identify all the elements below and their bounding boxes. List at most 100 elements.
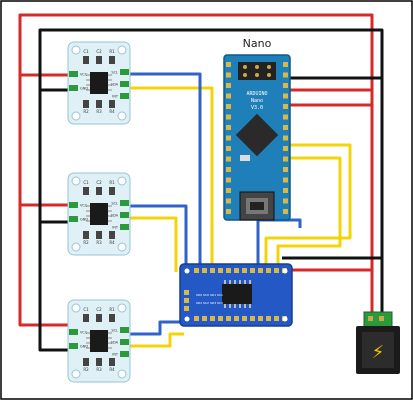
sensor-pin — [69, 85, 78, 91]
sensor-pin-label: VCC — [80, 331, 88, 335]
sensor-pin — [69, 202, 78, 208]
nano-silk-line-1: ARDUINO — [246, 91, 267, 97]
nano-usb-socket — [250, 202, 264, 210]
nano-pin-left — [226, 93, 231, 99]
nano-pin-left — [226, 125, 231, 130]
sensor-silk-label: R1 — [109, 180, 115, 185]
nano-pin-left — [226, 209, 231, 214]
nano-usb-port — [239, 191, 275, 221]
sensor-chip-leg — [86, 332, 90, 334]
sensor-chip-leg — [108, 215, 112, 217]
nano-icsp-header — [238, 62, 276, 80]
mux-pin-left — [184, 298, 189, 303]
nano-silk-line-3: V3.0 — [251, 105, 263, 111]
sensor-smd-component — [83, 358, 89, 366]
sensor-mount-hole — [117, 111, 127, 121]
sensor-chip-leg — [108, 89, 112, 91]
mux-silk-label: SC0 — [203, 293, 209, 297]
sensor-chip-leg — [86, 205, 90, 207]
nano-pin-right — [283, 135, 288, 141]
mux-pin-left — [184, 306, 189, 311]
nano-pin-left — [226, 62, 231, 67]
sensor-smd-component — [109, 314, 115, 322]
mux-pin-top — [218, 268, 223, 273]
sensor-pin-label: GND — [80, 345, 88, 349]
sensor-pin-label: INT — [112, 226, 119, 230]
sensor-smd-component — [83, 314, 89, 322]
sensor-pin-label: INT — [112, 95, 119, 99]
sensor-pin-label: SDA — [111, 214, 119, 218]
sensor-silk-label: R3 — [96, 109, 102, 114]
wire-yellow-nano-a — [264, 143, 352, 272]
nano-pin-left — [226, 167, 231, 172]
sensor-mount-hole — [117, 242, 127, 252]
sensor-chip-leg — [108, 205, 112, 207]
mux-pin-bottom — [226, 316, 231, 321]
sensor-pin — [120, 212, 129, 218]
wire-red-main — [18, 13, 374, 327]
jack-face — [362, 332, 394, 368]
sensor-smd-component — [83, 56, 89, 64]
sensor-pin — [69, 216, 78, 222]
sensor-chip — [90, 330, 108, 352]
mux-silk-label: SD1 — [210, 293, 216, 297]
sensor-mount-hole — [71, 242, 81, 252]
sensor-smd-component — [96, 314, 102, 322]
mux-pin-top — [250, 268, 255, 273]
mux-pin-bottom — [266, 316, 271, 321]
sensor-pin — [120, 81, 129, 87]
sensor-pin — [120, 93, 129, 99]
sensor-chip-leg — [86, 210, 90, 212]
mux-silk-label: SC1 — [217, 293, 223, 297]
sensor-smd-component — [109, 56, 115, 64]
nano-pin-left — [226, 156, 231, 162]
nano-pin-right — [283, 93, 288, 99]
mux-silk-label: SD0 — [196, 293, 202, 297]
sensor-chip-leg — [86, 220, 90, 222]
sensor-chip — [90, 203, 108, 225]
mcu-label: Nano — [243, 37, 272, 50]
mux-pin-bottom — [242, 316, 247, 321]
sensor-chip-leg — [108, 337, 112, 339]
mux-pin-bottom — [274, 316, 279, 321]
mux-pin-top — [194, 268, 199, 273]
nano-pin-right — [283, 156, 288, 162]
sensor-pin-label: GND — [80, 87, 88, 91]
nano-pin-right — [283, 72, 288, 78]
mux-mount-hole-bl — [184, 316, 190, 322]
sensor-pin-label: VCC — [80, 73, 88, 77]
mux-pin-top — [274, 268, 279, 273]
sensor-chip-leg — [108, 342, 112, 344]
sensor-pin — [69, 71, 78, 77]
mux-mount-hole-br — [282, 316, 288, 322]
sensor-chip-leg — [108, 347, 112, 349]
mux-pin-bottom — [234, 316, 239, 321]
sensor-pin — [69, 343, 78, 349]
sensor-chip-leg — [108, 84, 112, 86]
nano-pin-left — [226, 114, 231, 120]
sensor-silk-label: C2 — [96, 180, 102, 185]
sensor-smd-component — [96, 358, 102, 366]
nano-pin-right — [283, 83, 288, 88]
sensor-chip-leg — [86, 215, 90, 217]
wire-blue-s1 — [128, 72, 202, 272]
sensor-pin — [120, 200, 129, 206]
mux-pin-bottom — [210, 316, 215, 321]
sensor-pin — [120, 339, 129, 345]
sensor-chip-leg — [108, 220, 112, 222]
jack-pin-1 — [368, 316, 373, 321]
wire-yellow-s1 — [128, 86, 214, 272]
wires — [18, 13, 384, 352]
nano-mcu-chip — [235, 113, 279, 157]
sensor-chip-leg — [86, 89, 90, 91]
sensor-smd-component — [83, 187, 89, 195]
sensor-mount-hole — [71, 303, 81, 313]
mux-pin-top — [202, 268, 207, 273]
sensor-smd-component — [96, 187, 102, 195]
mux-mount-hole-tr — [282, 268, 288, 274]
